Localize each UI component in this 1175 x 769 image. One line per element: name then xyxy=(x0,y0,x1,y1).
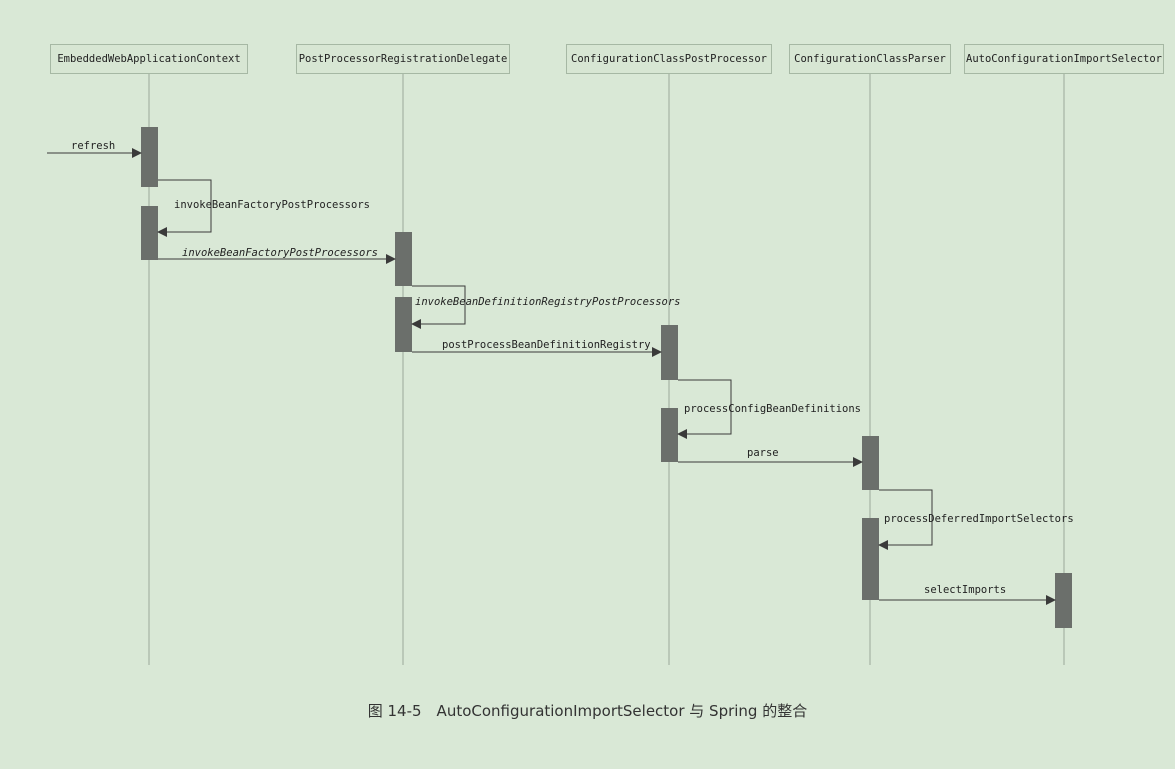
message-label-refresh: refresh xyxy=(71,140,115,152)
message-arrow-invoke-bean-factory-post-processors-self xyxy=(157,179,212,237)
message-label-process-config-bean-definitions: processConfigBeanDefinitions xyxy=(684,403,861,415)
activation-ccp-2 xyxy=(862,518,879,600)
activation-ewac-2 xyxy=(141,206,158,260)
message-arrow-process-deferred-import-selectors xyxy=(878,489,933,550)
message-label-invoke-bean-definition-registry-post-processors: invokeBeanDefinitionRegistryPostProcesso… xyxy=(415,296,681,308)
activation-pprd-2 xyxy=(395,297,412,352)
message-arrow-process-config-bean-definitions xyxy=(677,379,732,439)
participant-configuration-class-post-processor: ConfigurationClassPostProcessor xyxy=(566,44,772,74)
activation-ccpp-2 xyxy=(661,408,678,462)
activation-ccp-1 xyxy=(862,436,879,490)
activation-pprd-1 xyxy=(395,232,412,286)
participant-configuration-class-parser: ConfigurationClassParser xyxy=(789,44,951,74)
activation-acis-1 xyxy=(1055,573,1072,628)
message-label-invoke-bean-factory-post-processors-self: invokeBeanFactoryPostProcessors xyxy=(174,199,370,211)
figure-caption: 图 14-5 AutoConfigurationImportSelector 与… xyxy=(367,702,808,720)
message-arrow-invoke-bean-definition-registry-post-processors xyxy=(411,285,466,329)
message-label-parse: parse xyxy=(747,447,779,459)
participant-embedded-web-application-context: EmbeddedWebApplicationContext xyxy=(50,44,248,74)
activation-ewac-1 xyxy=(141,127,158,187)
message-label-invoke-bean-factory-post-processors: invokeBeanFactoryPostProcessors xyxy=(182,247,378,259)
activation-ccpp-1 xyxy=(661,325,678,380)
message-label-select-imports: selectImports xyxy=(924,584,1006,596)
participant-post-processor-registration-delegate: PostProcessorRegistrationDelegate xyxy=(296,44,510,74)
participant-auto-configuration-import-selector: AutoConfigurationImportSelector xyxy=(964,44,1164,74)
message-label-process-deferred-import-selectors: processDeferredImportSelectors xyxy=(884,513,1074,525)
message-label-post-process-bean-definition-registry: postProcessBeanDefinitionRegistry xyxy=(442,339,651,351)
